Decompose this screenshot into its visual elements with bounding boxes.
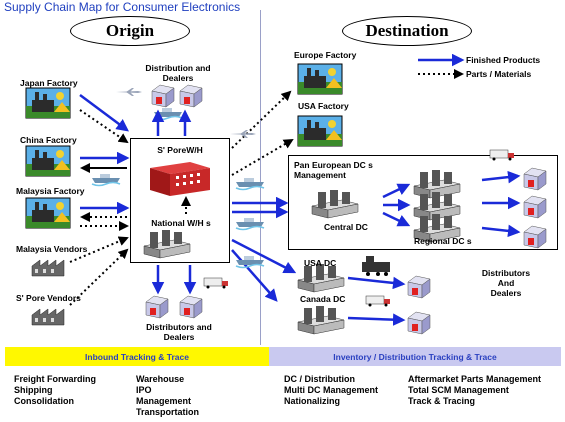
europe-factory-label: Europe Factory [294, 50, 357, 60]
service-item: Transportation [136, 407, 200, 417]
japan-factory-icon [25, 87, 71, 119]
services-column-4: Aftermarket Parts Management Total SCM M… [408, 374, 541, 407]
service-item: Management [136, 396, 192, 406]
national-warehouse-icon [143, 229, 191, 259]
service-item: Nationalizing [284, 396, 340, 406]
usa-dc-icon [297, 263, 345, 293]
china-factory-label: China Factory [20, 135, 77, 145]
usa-dc-label: USA DC [304, 258, 337, 268]
ship-icon [235, 177, 265, 191]
services-column-1: Freight Forwarding Shipping Consolidatio… [14, 374, 96, 407]
dealer-icon [523, 195, 547, 219]
ship-icon [235, 217, 265, 231]
services-column-3: DC / Distribution Multi DC Management Na… [284, 374, 378, 407]
origin-header: Origin [70, 16, 190, 46]
central-dc-label: Central DC [324, 222, 368, 232]
china-factory-icon [25, 145, 71, 177]
supply-chain-diagram [25, 53, 547, 335]
malaysia-factory-label: Malaysia Factory [16, 186, 85, 196]
inbound-tracking-band: Inbound Tracking & Trace [5, 347, 269, 366]
dealer-icon [151, 84, 175, 108]
national-wh-label: National W/H s [151, 218, 211, 228]
service-item: DC / Distribution [284, 374, 355, 384]
spore-wh-label: S' PoreW/H [157, 145, 203, 155]
usa-factory-label: USA Factory [298, 101, 349, 111]
spore-warehouse-icon [150, 162, 210, 196]
ship-icon [91, 173, 121, 187]
train-icon [362, 256, 390, 276]
services-column-2: Warehouse IPO Management Transportation [136, 374, 199, 418]
dealer-icon [407, 311, 431, 335]
europe-factory-icon [297, 63, 343, 95]
plane-icon [116, 88, 142, 96]
spore-vendors-label: S' Pore Vendors [16, 293, 81, 303]
canada-dc-icon [297, 305, 345, 335]
page-title: Supply Chain Map for Consumer Electronic… [4, 0, 241, 14]
japan-factory-label: Japan Factory [20, 78, 78, 88]
inbound-tracking-label: Inbound Tracking & Trace [85, 351, 189, 362]
service-item: Aftermarket Parts Management [408, 374, 542, 384]
truck-icon [365, 295, 391, 307]
central-dc-icon [311, 189, 359, 219]
dealer-icon [523, 167, 547, 191]
malaysia-vendors-icon [31, 259, 65, 277]
dealer-icon [179, 295, 203, 319]
truck-icon [203, 277, 229, 289]
regional-dc-label: Regional DC s [414, 236, 472, 246]
dealer-icon [179, 84, 203, 108]
inventory-tracking-band: Inventory / Distribution Tracking & Trac… [269, 347, 561, 366]
malaysia-vendors-label: Malaysia Vendors [16, 244, 88, 254]
service-item: Warehouse [136, 374, 185, 384]
dealer-icon [145, 295, 169, 319]
service-item: Track & Tracing [408, 396, 476, 406]
destination-header: Destination [342, 16, 472, 46]
dealer-icon [407, 275, 431, 299]
service-item: Freight Forwarding [14, 374, 96, 384]
legend-parts-label: Parts / Materials [466, 69, 532, 79]
canada-dc-label: Canada DC [300, 294, 346, 304]
truck-icon [489, 149, 515, 161]
service-item: IPO [136, 385, 152, 395]
dealer-icon [523, 225, 547, 249]
malaysia-factory-icon [25, 197, 71, 229]
usa-factory-icon [297, 115, 343, 147]
spore-vendors-icon [31, 308, 65, 326]
inventory-tracking-label: Inventory / Distribution Tracking & Trac… [333, 351, 497, 362]
service-item: Total SCM Management [408, 385, 509, 395]
service-item: Consolidation [14, 396, 74, 406]
service-item: Multi DC Management [284, 385, 379, 395]
service-item: Shipping [14, 385, 53, 395]
origin-destination-divider [260, 10, 261, 345]
legend-finished-label: Finished Products [466, 55, 541, 65]
